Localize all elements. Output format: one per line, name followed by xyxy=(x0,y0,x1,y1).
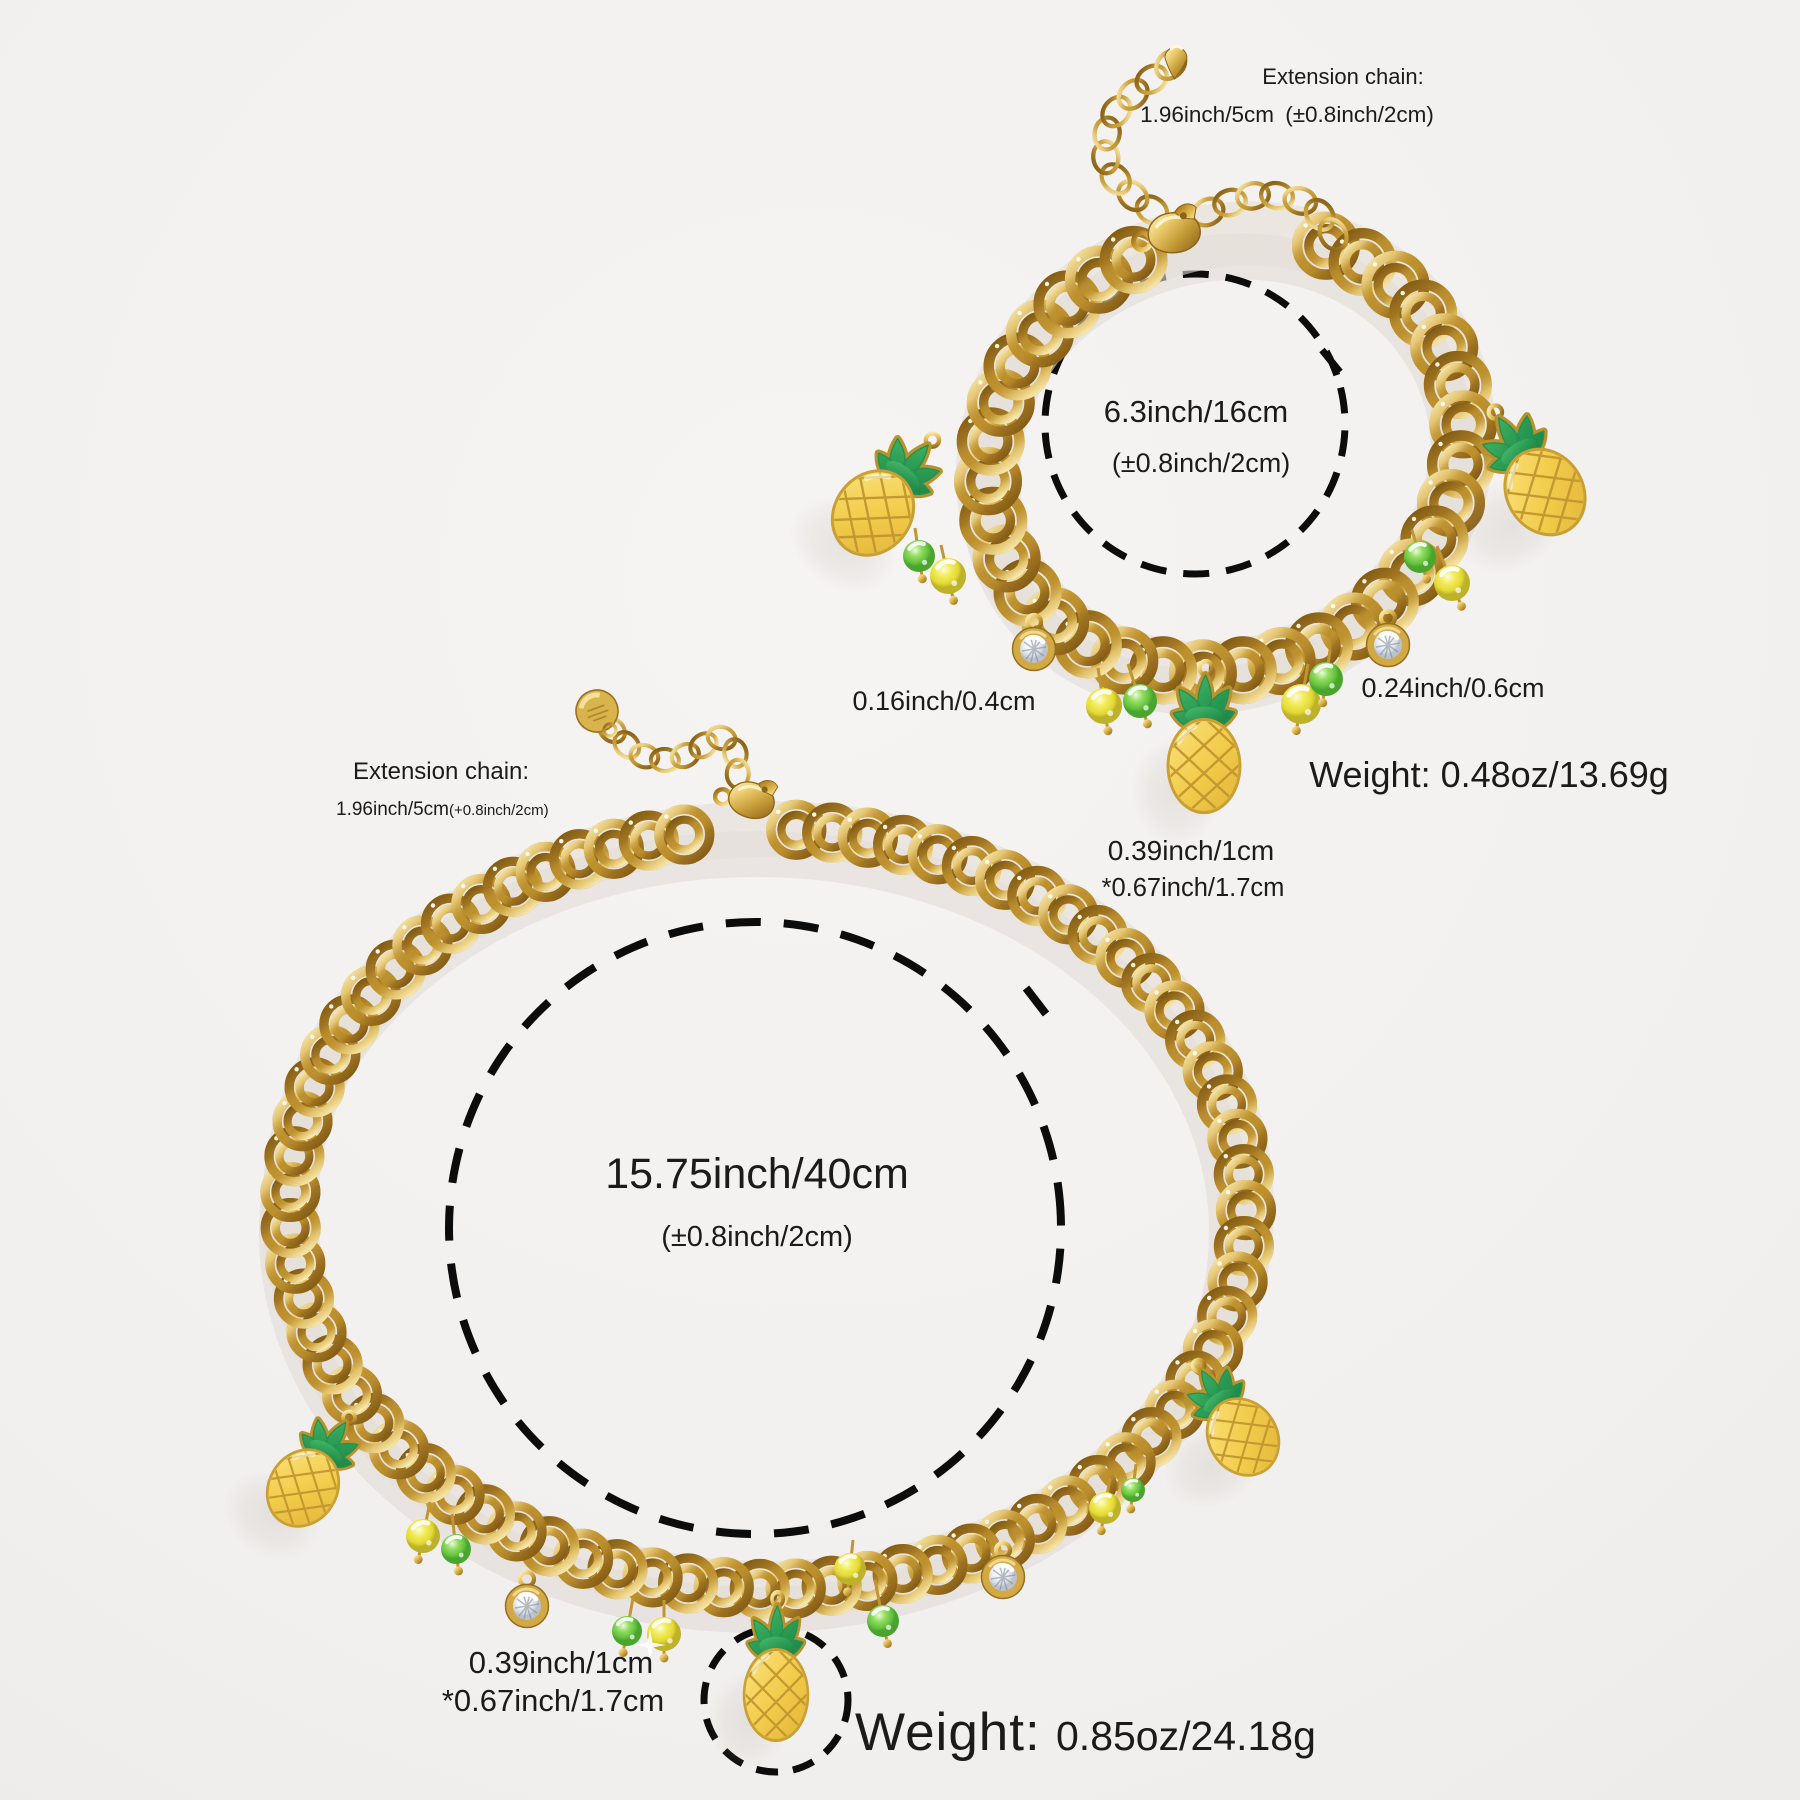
svg-text:Weight:: Weight: xyxy=(855,1703,1041,1762)
svg-text:Weight: 0.48oz/13.69g: Weight: 0.48oz/13.69g xyxy=(1309,754,1669,795)
svg-text:0.85oz/24.18g: 0.85oz/24.18g xyxy=(1056,1713,1316,1759)
svg-text:1.96inch/5cm(+0.8inch/2cm): 1.96inch/5cm(+0.8inch/2cm) xyxy=(336,799,549,820)
svg-text:Extension chain:: Extension chain: xyxy=(1262,64,1423,89)
svg-text:15.75inch/40cm: 15.75inch/40cm xyxy=(605,1150,909,1198)
svg-text:*0.67inch/1.7cm: *0.67inch/1.7cm xyxy=(442,1683,664,1718)
svg-text:0.24inch/0.6cm: 0.24inch/0.6cm xyxy=(1361,673,1544,703)
svg-text:(±0.8inch/2cm): (±0.8inch/2cm) xyxy=(1112,448,1290,478)
svg-text:1.96inch/5cm (±0.8inch/2cm): 1.96inch/5cm (±0.8inch/2cm) xyxy=(1140,102,1434,127)
svg-text:(±0.8inch/2cm): (±0.8inch/2cm) xyxy=(661,1221,853,1253)
svg-text:0.39inch/1cm: 0.39inch/1cm xyxy=(1108,835,1275,866)
svg-text:Extension chain:: Extension chain: xyxy=(353,758,529,785)
svg-text:6.3inch/16cm: 6.3inch/16cm xyxy=(1104,394,1288,429)
svg-text:*0.67inch/1.7cm: *0.67inch/1.7cm xyxy=(1102,874,1285,902)
svg-text:0.16inch/0.4cm: 0.16inch/0.4cm xyxy=(852,686,1035,716)
svg-text:0.39inch/1cm: 0.39inch/1cm xyxy=(469,1645,653,1680)
